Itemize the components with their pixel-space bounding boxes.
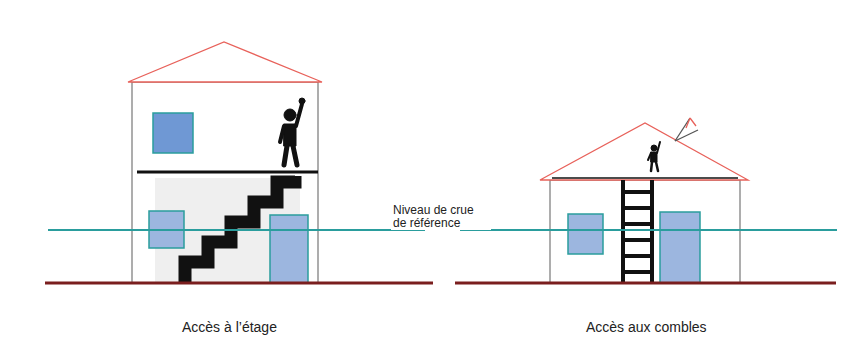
flood-level-line [48, 229, 425, 231]
ground-line [45, 282, 433, 285]
door [660, 212, 700, 283]
house-wall [550, 180, 740, 283]
floor [137, 171, 318, 174]
ladder [623, 180, 652, 283]
antenna [675, 118, 698, 141]
house-wall [132, 82, 318, 283]
signal-arrow [686, 118, 696, 128]
window [153, 113, 193, 153]
roof [128, 42, 322, 82]
person [280, 98, 305, 165]
door [270, 215, 308, 283]
caption: Accès aux combles [586, 319, 707, 335]
ground-line [455, 282, 836, 285]
roof [540, 123, 748, 180]
window [568, 214, 603, 254]
flood-level-line [460, 229, 837, 231]
flood-level-label: Niveau de crue de référence [391, 204, 491, 230]
caption: Accès à l’étage [182, 319, 277, 335]
person [648, 142, 660, 171]
attic-floor [552, 177, 738, 179]
